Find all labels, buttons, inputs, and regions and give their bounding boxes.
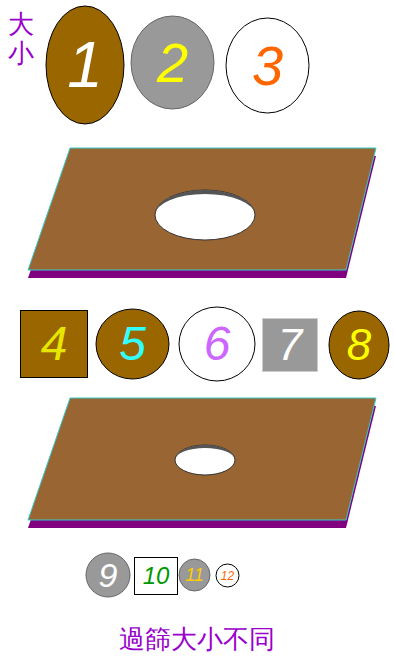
particle-circle: 11 xyxy=(178,558,211,592)
sieve-plate xyxy=(28,398,376,520)
particle-number: 4 xyxy=(41,320,68,368)
sieve-hole xyxy=(175,445,235,475)
particle-circle: 1 xyxy=(45,5,125,125)
particle-circle: 5 xyxy=(95,308,170,380)
particle-square: 7 xyxy=(262,318,318,372)
particle-number: 12 xyxy=(221,570,234,582)
particle-number: 7 xyxy=(278,323,302,367)
sieve-hole xyxy=(155,190,255,240)
particle-number: 8 xyxy=(347,323,371,367)
particle-circle: 9 xyxy=(85,552,131,598)
hole-shadow xyxy=(175,445,235,460)
size-label: 大小 xyxy=(8,10,34,67)
hole-shadow xyxy=(155,190,255,215)
particle-circle: 3 xyxy=(225,17,310,114)
caption: 過篩大小不同 xyxy=(0,622,394,657)
particle-circle: 8 xyxy=(328,310,390,380)
particle-circle: 6 xyxy=(178,306,256,382)
particle-square: 10 xyxy=(134,557,178,595)
particle-number: 11 xyxy=(185,566,204,584)
particle-circle: 12 xyxy=(215,563,240,588)
particle-number: 3 xyxy=(252,38,283,94)
particle-number: 1 xyxy=(67,33,103,97)
particle-circle: 2 xyxy=(130,15,215,110)
particle-number: 6 xyxy=(204,320,231,368)
sieve-plate xyxy=(28,148,376,270)
particle-number: 5 xyxy=(119,320,146,368)
particle-square: 4 xyxy=(20,310,88,378)
particle-number: 9 xyxy=(99,558,118,592)
particle-number: 2 xyxy=(157,35,188,91)
particle-number: 10 xyxy=(143,564,170,588)
